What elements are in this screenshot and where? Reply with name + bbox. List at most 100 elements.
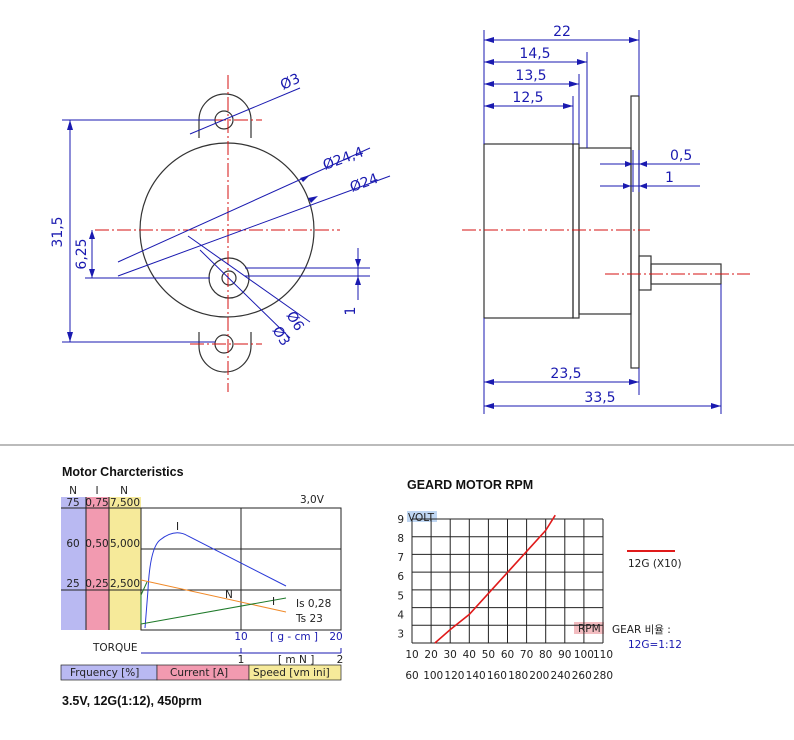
rpm-y-tick: 7 — [397, 552, 404, 564]
rpm-x-tick-top: 70 — [520, 649, 533, 661]
tick-mn-2: 2 — [337, 654, 344, 666]
current-curve-top — [144, 532, 287, 629]
rpm-x-tick-top: 40 — [463, 649, 476, 661]
rpm-x-tick-bottom: 260 — [572, 670, 592, 682]
rpm-y-ticks: 9 8 7 6 5 4 3 — [397, 514, 404, 640]
rpm-x-tick-top: 30 — [444, 649, 457, 661]
rpm-x-tick-bottom: 140 — [466, 670, 486, 682]
rpm-y-tick: 9 — [397, 514, 404, 526]
rpm-x-tick-top: 90 — [558, 649, 571, 661]
row-60-speed: 5,000 — [110, 538, 140, 550]
legend-frequency-label: Frquency [%] — [70, 667, 139, 679]
stall-current-label: Is 0,28 — [296, 598, 331, 610]
freq-column — [61, 497, 86, 630]
tick-gcm-20: 20 — [329, 631, 342, 643]
can-rim-1 — [572, 143, 580, 319]
gear-ratio-title: GEAR 비율 : — [612, 624, 671, 636]
legend-speed-label: Speed [vm ini] — [253, 667, 330, 679]
row-60-current: 0,50 — [85, 538, 108, 550]
rpm-series-line — [434, 514, 556, 644]
dim-23-5: 23,5 — [550, 366, 581, 382]
rpm-y-tick: 5 — [397, 590, 404, 602]
dim-22: 22 — [553, 24, 571, 40]
dim-14-5: 14,5 — [519, 46, 550, 62]
bottom-ear — [198, 332, 252, 373]
gearbox-body — [578, 147, 632, 315]
dim-body-24: Ø24 — [348, 171, 381, 196]
curve-label-n: N — [225, 589, 233, 601]
legend-speed — [248, 664, 342, 681]
motor-footer: 3.5V, 12G(1:12), 450prm — [62, 694, 202, 708]
dim-1-side: 1 — [665, 170, 674, 186]
volt-label-bg — [407, 511, 437, 522]
efficiency-curve — [140, 597, 287, 625]
dim-body-24-4: Ø24,4 — [321, 144, 366, 173]
rpm-y-tick: 6 — [397, 571, 404, 583]
dim-0-5: 0,5 — [670, 148, 692, 164]
rpm-x-tick-bottom: 200 — [529, 670, 549, 682]
col-unit-n1: N — [69, 485, 77, 497]
current-column — [86, 497, 109, 630]
side-view: 22 14,5 13,5 12,5 0,5 1 23,5 33,5 — [462, 24, 750, 414]
rpm-x-tick-bottom: 100 — [423, 670, 443, 682]
row-25-speed: 2,500 — [110, 578, 140, 590]
dim-31-5: 31,5 — [50, 216, 66, 247]
flange-plate — [630, 95, 640, 369]
stall-torque-label: Ts 23 — [295, 613, 323, 625]
front-view: 31,5 6,25 1 Ø3 Ø24,4 Ø24 Ø6 Ø3 — [50, 71, 391, 392]
speed-column — [109, 497, 141, 630]
rpm-y-tick: 8 — [397, 533, 404, 545]
col-unit-n2: N — [120, 485, 128, 497]
dim-1-front: 1 — [343, 307, 359, 316]
rpm-x-tick-bottom: 60 — [405, 670, 418, 682]
row-75-speed: 7,500 — [110, 497, 140, 509]
motor-chart-title: Motor Charcteristics — [62, 465, 184, 479]
rpm-x-tick-bottom: 280 — [593, 670, 613, 682]
rpm-x-tick-top: 80 — [539, 649, 552, 661]
rpm-x-tick-bottom: 240 — [551, 670, 571, 682]
curve-label-i: I — [272, 596, 275, 608]
rpm-legend-label: 12G (X10) — [628, 558, 682, 570]
tick-gcm-10: 10 — [234, 631, 247, 643]
dim-ear-hole: Ø3 — [278, 71, 303, 94]
row-75-current: 0,75 — [85, 497, 108, 509]
dim-12-5: 12,5 — [512, 90, 543, 106]
rpm-x-tick-top: 110 — [593, 649, 613, 661]
top-ear — [198, 93, 252, 138]
row-60-freq: 60 — [66, 538, 79, 550]
dim-33-5: 33,5 — [584, 390, 615, 406]
row-25-current: 0,25 — [85, 578, 108, 590]
shaft-boss — [638, 255, 652, 291]
can-body — [483, 143, 574, 319]
row-25-freq: 25 — [66, 578, 79, 590]
speed-curve — [140, 579, 287, 613]
rpm-x-tick-top: 20 — [424, 649, 437, 661]
unit-mn: [ m N ] — [278, 654, 314, 666]
row-75-freq: 75 — [66, 497, 79, 509]
motor-characteristics-chart: Motor Charcteristics N I N 75 0,75 7,500… — [60, 465, 344, 708]
dim-6-25: 6,25 — [74, 238, 90, 269]
shaft-circle — [221, 270, 237, 286]
rpm-y-tick: 4 — [397, 609, 404, 621]
curve-label-i-top: I — [176, 521, 179, 533]
rpm-x-tick-top: 10 — [405, 649, 418, 661]
rpm-x-tick-top: 60 — [501, 649, 514, 661]
rpm-y-tick: 3 — [397, 628, 404, 640]
rpm-x-tick-bottom: 160 — [487, 670, 507, 682]
tick-mn-1: 1 — [238, 654, 245, 666]
unit-gcm: [ g - cm ] — [270, 631, 318, 643]
dim-13-5: 13,5 — [515, 68, 546, 84]
rpm-chart-title: GEARD MOTOR RPM — [407, 478, 533, 492]
rpm-x-tick-bottom: 120 — [444, 670, 464, 682]
gear-ratio-value: 12G=1:12 — [628, 639, 682, 651]
motor-voltage-label: 3,0V — [300, 494, 325, 506]
volt-label: VOLT — [408, 512, 435, 524]
col-unit-i: I — [95, 485, 98, 497]
legend-current-label: Current [A] — [170, 667, 228, 679]
torque-label: TORQUE — [92, 642, 138, 654]
rpm-x-tick-top: 100 — [574, 649, 594, 661]
rpm-x-tick-top: 50 — [482, 649, 495, 661]
